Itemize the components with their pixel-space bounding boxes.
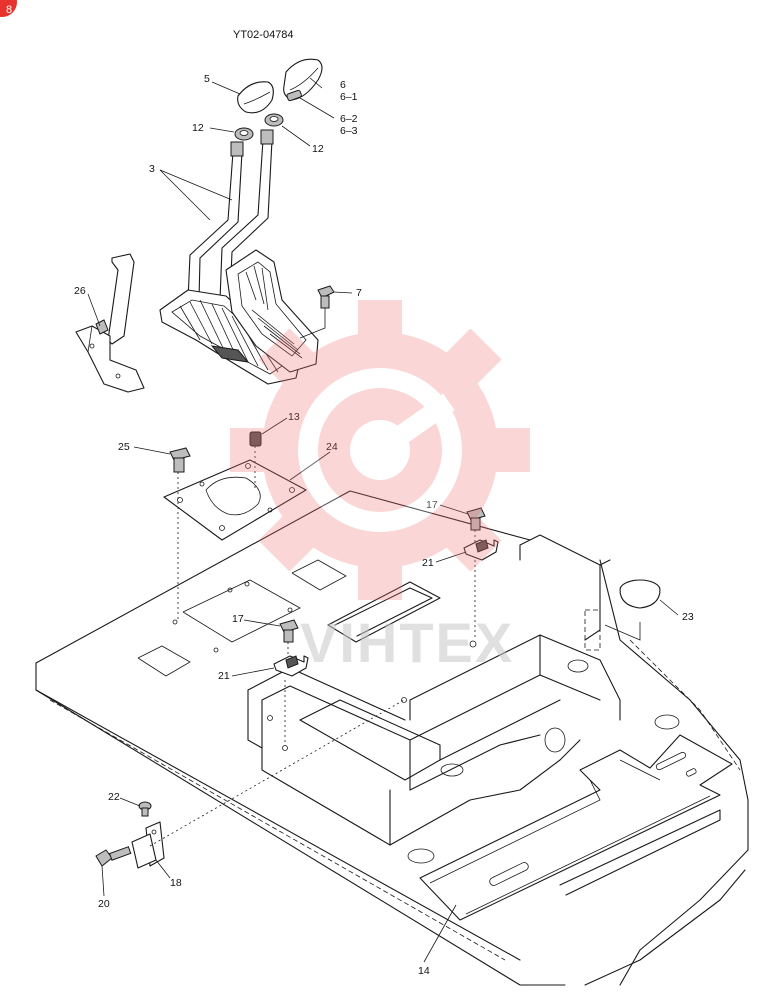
callout-6-2: 6–2 [340,113,358,125]
callout-labels: 5 6 6–1 6–2 6–3 12 12 3 7 26 13 24 25 17… [74,73,694,977]
callout-6: 6 [340,79,346,91]
svg-text:8: 8 [6,4,12,16]
callout-25: 25 [118,441,130,453]
callout-17-upper: 17 [426,499,438,511]
callout-17-lower: 17 [232,613,244,625]
pedal-levers [187,129,274,301]
callout-18: 18 [170,877,182,889]
bolt-17-upper [466,507,486,640]
bracket-18 [131,699,405,869]
clip-21-upper [463,539,499,561]
bolt-25 [169,447,191,620]
callout-21-upper: 21 [422,557,434,569]
callout-26: 26 [74,285,86,297]
watermark-gear-logo [230,300,530,600]
screw-22 [138,801,152,817]
clip-21-lower [273,655,309,677]
bolt-20 [95,846,132,867]
callout-14: 14 [418,965,430,977]
callout-6-3: 6–3 [340,125,358,137]
drawing-code: YT02-04784 [233,29,294,41]
callout-12-right: 12 [312,143,324,155]
leader-lines [87,77,679,963]
callout-13: 13 [288,411,300,423]
floor-frame [35,490,749,986]
plug-23 [604,579,661,641]
mount-plate-24 [163,459,307,541]
callout-20: 20 [98,898,110,910]
callout-12-left: 12 [192,122,204,134]
bracket-26 [75,253,145,393]
callout-22: 22 [108,791,120,803]
watermark-text: VIHTEX [300,611,514,674]
callout-5: 5 [204,73,210,85]
knob-6 [283,58,323,102]
callout-7: 7 [356,287,362,299]
callout-3: 3 [149,163,155,175]
callout-6-1: 6–1 [340,91,358,103]
callout-23: 23 [682,611,694,623]
nut-12-right [264,113,284,127]
nut-12-left [234,127,254,141]
floor-mat [419,734,733,921]
corner-badge: 8 [0,0,17,17]
callout-21-lower: 21 [218,670,230,682]
spring-13 [249,431,262,490]
callout-24: 24 [326,441,338,453]
knob-5 [237,81,274,114]
bolt-17-lower [279,619,299,746]
pedal-pad-right [210,249,319,373]
